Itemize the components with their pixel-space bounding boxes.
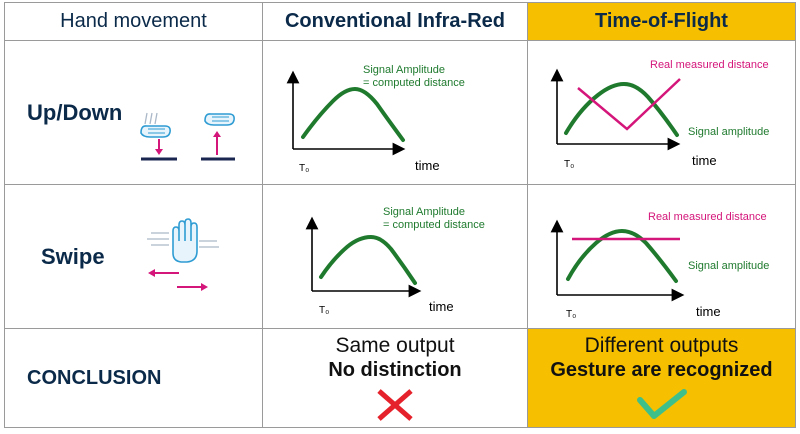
header-time-of-flight: Time-of-Flight — [528, 3, 795, 41]
conclusion-row-label: CONCLUSION — [27, 367, 162, 389]
updown-row-label: Up/Down — [27, 100, 123, 125]
time-label: time — [692, 153, 717, 168]
ir-annotation-line1: Signal Amplitude — [363, 64, 445, 76]
origin-label: T₀ — [564, 159, 574, 170]
ir-conclusion-line2: No distinction — [328, 359, 462, 381]
header-conventional-ir: Conventional Infra-Red — [263, 3, 528, 41]
ir-annotation-line2: = computed distance — [363, 77, 465, 89]
tof-distance-label: Real measured distance — [650, 59, 769, 71]
swipe-ir-plot: Signal Amplitude = computed distance T₀ … — [305, 206, 485, 316]
signal-amplitude-curve — [564, 81, 679, 137]
conclusion-tof-cell: Different outputs Gesture are recognized — [528, 329, 795, 427]
signal-amplitude-curve — [319, 234, 417, 285]
updown-tof-cell: Real measured distance Signal amplitude … — [528, 41, 795, 185]
green-check-icon — [636, 389, 687, 419]
tof-conclusion-line1: Different outputs — [584, 334, 739, 357]
conclusion-ir-cell: Same output No distinction — [263, 329, 528, 427]
header-time-of-flight-text: Time-of-Flight — [595, 10, 728, 32]
ir-conclusion-line1: Same output — [335, 334, 455, 357]
swipe-movement-cell: Swipe — [5, 185, 263, 329]
ir-annotation-line2: = computed distance — [383, 219, 485, 231]
origin-label: T₀ — [319, 305, 329, 316]
origin-label: T₀ — [566, 309, 576, 320]
conclusion-label-cell: CONCLUSION — [5, 329, 263, 427]
updown-tof-plot: Real measured distance Signal amplitude … — [550, 59, 769, 170]
swipe-row-label: Swipe — [41, 244, 105, 269]
updown-movement-cell: Up/Down — [5, 41, 263, 185]
hand-swipe-icon — [147, 218, 219, 291]
red-cross-icon — [377, 389, 413, 421]
updown-ir-cell: Signal Amplitude = computed distance T₀ … — [263, 41, 528, 185]
hand-up-down-icon — [140, 112, 235, 161]
measured-distance-line — [577, 78, 681, 131]
ir-annotation-line1: Signal Amplitude — [383, 206, 465, 218]
header-hand-movement: Hand movement — [5, 3, 263, 41]
time-label: time — [415, 158, 440, 173]
origin-label: T₀ — [299, 163, 309, 174]
swipe-ir-cell: Signal Amplitude = computed distance T₀ … — [263, 185, 528, 329]
header-hand-movement-text: Hand movement — [60, 10, 207, 32]
header-conventional-ir-text: Conventional Infra-Red — [284, 10, 505, 32]
tof-conclusion-line2: Gesture are recognized — [550, 359, 773, 381]
swipe-tof-cell: Real measured distance Signal amplitude … — [528, 185, 795, 329]
signal-amplitude-curve — [301, 86, 405, 142]
tof-amplitude-label: Signal amplitude — [688, 126, 769, 138]
tof-distance-label: Real measured distance — [648, 211, 767, 223]
comparison-table: Hand movement Conventional Infra-Red Tim… — [4, 2, 796, 428]
signal-amplitude-curve — [566, 228, 678, 283]
time-label: time — [429, 299, 454, 314]
swipe-tof-plot: Real measured distance Signal amplitude … — [550, 211, 769, 320]
updown-ir-plot: Signal Amplitude = computed distance T₀ … — [286, 64, 465, 174]
tof-amplitude-label: Signal amplitude — [688, 260, 769, 272]
time-label: time — [696, 304, 721, 319]
